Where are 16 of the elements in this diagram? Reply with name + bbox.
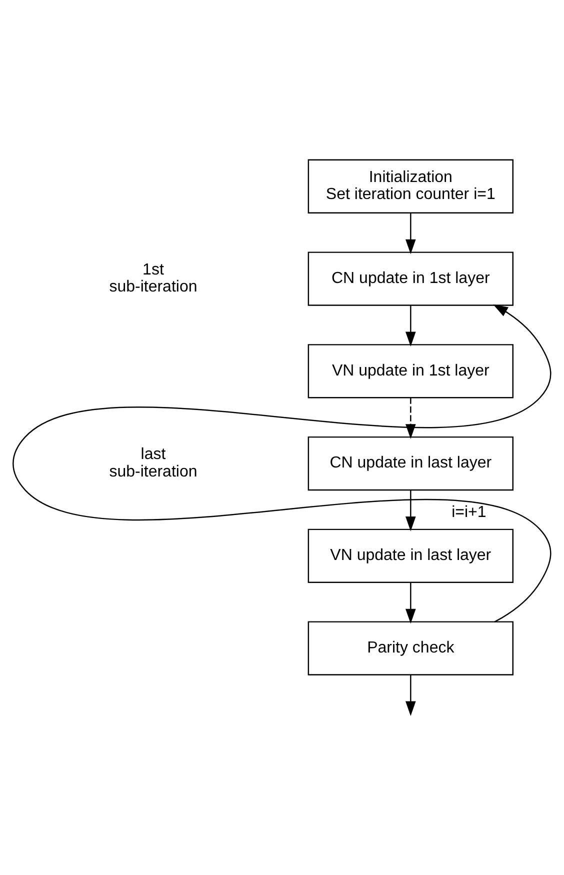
- arrow: [12, 304, 551, 622]
- edge-label: i=i+1: [452, 504, 486, 522]
- node-box: CN update in 1st layer: [308, 252, 514, 306]
- node-box: Parity check: [308, 621, 514, 676]
- node-box: Initialization Set iteration counter i=1: [308, 159, 514, 214]
- arrow: [405, 675, 416, 716]
- arrow: [405, 582, 416, 624]
- label: 1st sub-iteration: [109, 261, 198, 296]
- arrow: [405, 490, 416, 532]
- label: last sub-iteration: [109, 446, 198, 480]
- node-box: CN update in last layer: [308, 436, 514, 491]
- arrow: [405, 306, 416, 347]
- node-box: VN update in last layer: [308, 528, 514, 583]
- node-box: VN update in 1st layer: [308, 344, 514, 398]
- arrow: [405, 398, 416, 439]
- arrow: [405, 213, 416, 254]
